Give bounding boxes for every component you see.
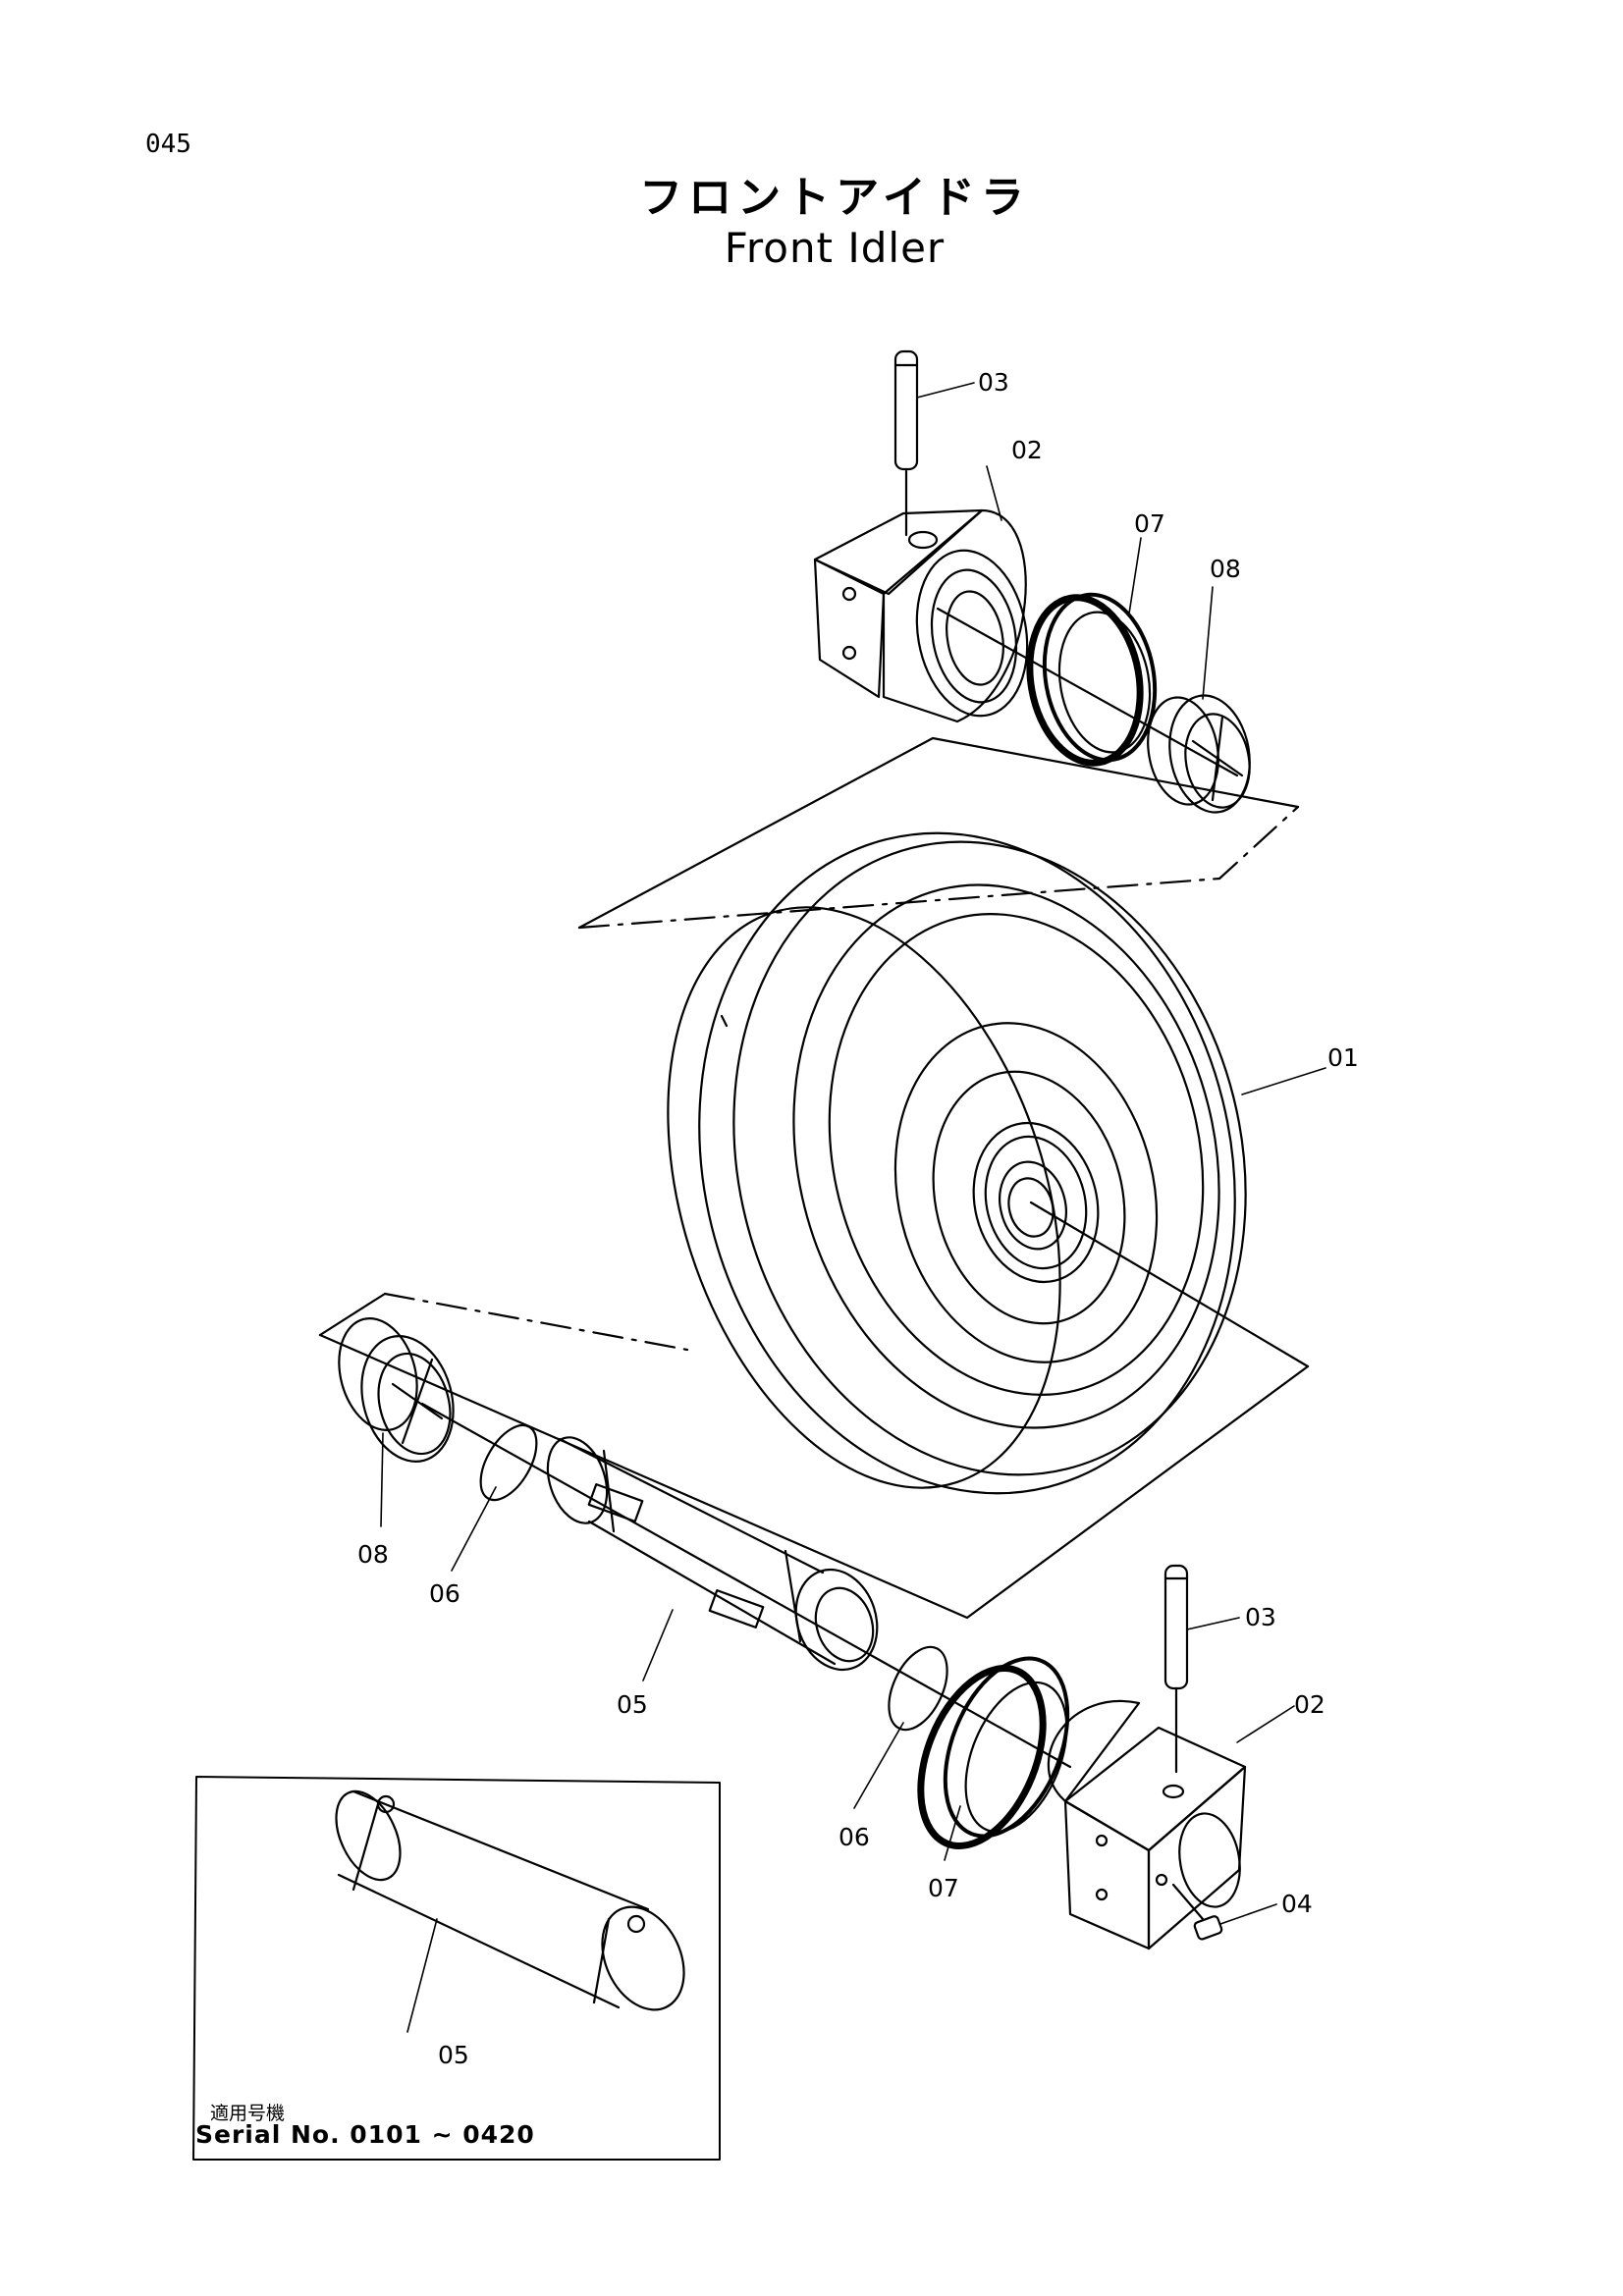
axis-line-bottom — [420, 1402, 1072, 1769]
bushing-left — [338, 1317, 455, 1463]
callout-07-top: 07 — [1134, 509, 1165, 538]
callout-04: 04 — [1281, 1890, 1313, 1918]
inset-box: 05 — [192, 1776, 721, 2161]
callout-02-right: 02 — [1294, 1690, 1325, 1719]
shaft-main — [546, 1436, 879, 1672]
seal-bottom — [917, 1656, 1070, 1849]
callout-05-inset: 05 — [438, 2041, 469, 2069]
idler-wheel — [667, 831, 1247, 1495]
o-ring-left — [479, 1423, 538, 1502]
callout-03-top: 03 — [978, 368, 1009, 397]
callout-06-left: 06 — [429, 1579, 460, 1608]
alignment-plane-lower — [318, 1292, 1310, 1620]
alignment-plane-upper — [577, 736, 1300, 930]
page-title-english: Front Idler — [724, 224, 946, 272]
axis-line-wheel — [1029, 1201, 1310, 1368]
seal-top — [1026, 592, 1158, 767]
axis-line-top — [936, 607, 1239, 777]
callout-08-left: 08 — [357, 1540, 389, 1569]
serial-number-range: Serial No. 0101 ~ 0420 — [195, 2120, 535, 2149]
callout-02-top: 02 — [1011, 436, 1043, 464]
page-title-japanese: フロントアイドラ — [639, 173, 1030, 223]
applicable-units-label: 適用号機 — [210, 2103, 286, 2124]
page-number: 045 — [145, 130, 191, 159]
leader-lines — [380, 382, 1326, 2033]
bracket-top — [813, 508, 1029, 723]
bracket-right — [1047, 1699, 1247, 1950]
bushing-top — [1147, 694, 1251, 814]
callout-01: 01 — [1327, 1043, 1359, 1072]
callout-07-bottom: 07 — [928, 1874, 959, 1902]
o-ring-right — [888, 1645, 948, 1732]
inset-shaft — [335, 1789, 685, 2011]
grease-plug — [1171, 1883, 1223, 1941]
callout-05-main: 05 — [617, 1690, 648, 1719]
callout-08-top: 08 — [1210, 555, 1241, 583]
callout-06-right: 06 — [839, 1823, 870, 1851]
callout-03-right: 03 — [1245, 1603, 1276, 1631]
pin-top — [893, 349, 919, 537]
pin-right — [1163, 1564, 1189, 1774]
